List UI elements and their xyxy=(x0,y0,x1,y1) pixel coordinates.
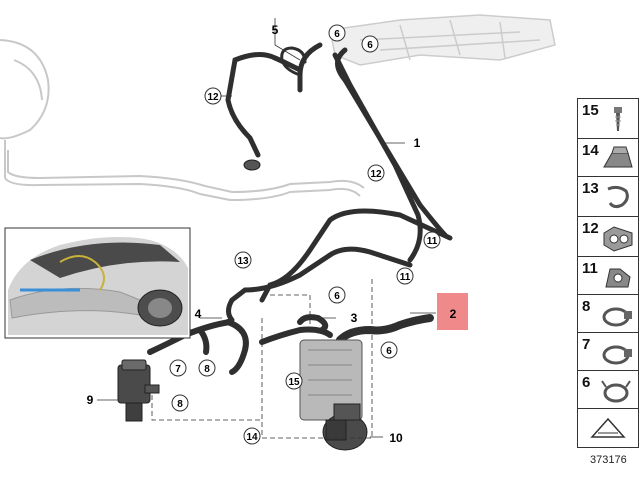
label-c1: 1 xyxy=(414,136,421,150)
callout-c12b: 12 xyxy=(367,164,385,182)
label-c9: 9 xyxy=(87,393,94,407)
label-c4: 4 xyxy=(195,307,202,321)
holder-clip-icon xyxy=(603,146,633,168)
engine-ghost xyxy=(329,14,556,66)
callout-c6d: 6 xyxy=(380,341,398,359)
callout-c12a: 12 xyxy=(204,87,222,105)
svg-text:6: 6 xyxy=(334,291,340,302)
hose-line-3 xyxy=(259,314,333,345)
svg-text:13: 13 xyxy=(237,256,249,267)
svg-text:12: 12 xyxy=(370,169,382,180)
hose-line-5 xyxy=(243,46,307,171)
hose-line-1 xyxy=(225,42,448,263)
svg-text:12: 12 xyxy=(207,92,219,103)
reference-number: 373176 xyxy=(590,454,627,466)
callout-c8b: 8 xyxy=(171,394,189,412)
svg-text:6: 6 xyxy=(367,40,373,51)
callout-c11b: 11 xyxy=(396,267,414,285)
callout-c15: 15 xyxy=(285,372,303,390)
legend-item-13: 13 xyxy=(577,176,639,218)
callout-c6a: 6 xyxy=(328,24,346,42)
callout-c2-highlighted: 2 xyxy=(437,293,468,330)
legend-item-11: 11 xyxy=(577,256,639,296)
legend-num: 14 xyxy=(582,142,599,159)
legend-item-15: 15 xyxy=(577,98,639,140)
callout-c8a: 8 xyxy=(198,359,216,377)
screw-icon xyxy=(614,107,622,131)
svg-text:14: 14 xyxy=(246,432,258,443)
leader-lines xyxy=(97,18,436,439)
hose-line-13 xyxy=(226,208,453,323)
callout-c14: 14 xyxy=(243,427,261,445)
spring-clip-icon xyxy=(607,185,629,209)
legend-item-6: 6 xyxy=(577,370,639,410)
svg-text:7: 7 xyxy=(175,364,181,375)
legend-item-14: 14 xyxy=(577,138,639,178)
legend-num: 11 xyxy=(582,260,598,277)
legend-num: 6 xyxy=(582,374,591,391)
svg-text:6: 6 xyxy=(386,346,392,357)
legend-item-8: 8 xyxy=(577,294,639,334)
svg-text:15: 15 xyxy=(288,377,300,388)
legend-num: 8 xyxy=(582,298,591,315)
callout-c11a: 11 xyxy=(423,231,441,249)
legend-num: 12 xyxy=(582,220,599,237)
svg-text:11: 11 xyxy=(427,236,438,247)
legend-item-12: 12 xyxy=(577,216,639,258)
legend-item-part-symbol xyxy=(577,408,639,448)
legend-num: 15 xyxy=(582,102,599,119)
label-c5: 5 xyxy=(272,23,279,37)
expansion-tank-ghost xyxy=(0,39,365,202)
double-bracket-icon xyxy=(603,226,633,252)
legend-num: 13 xyxy=(582,180,599,197)
svg-text:6: 6 xyxy=(334,29,340,40)
legend-item-7: 7 xyxy=(577,332,639,372)
callout-c13: 13 xyxy=(234,251,252,269)
label-c10: 10 xyxy=(389,431,403,445)
callout-c7: 7 xyxy=(169,359,187,377)
valve-9 xyxy=(117,359,160,422)
svg-text:2: 2 xyxy=(450,307,457,321)
svg-text:8: 8 xyxy=(177,399,183,410)
legend-num: 7 xyxy=(582,336,591,353)
hose-clamp-icon xyxy=(602,345,632,365)
spring-band-clamp-icon xyxy=(601,380,631,403)
svg-text:8: 8 xyxy=(204,364,210,375)
callout-c6b: 6 xyxy=(361,35,379,53)
hose-line-2 xyxy=(331,314,434,356)
hose-clamp-icon xyxy=(602,307,632,327)
label-c3: 3 xyxy=(351,311,358,325)
callout-c6c: 6 xyxy=(328,286,346,304)
pump-assembly-10 xyxy=(299,339,368,451)
car-inset xyxy=(4,227,191,339)
svg-text:11: 11 xyxy=(400,272,411,283)
pipe-holder-icon xyxy=(605,268,631,288)
flat-part-icon xyxy=(590,417,626,438)
